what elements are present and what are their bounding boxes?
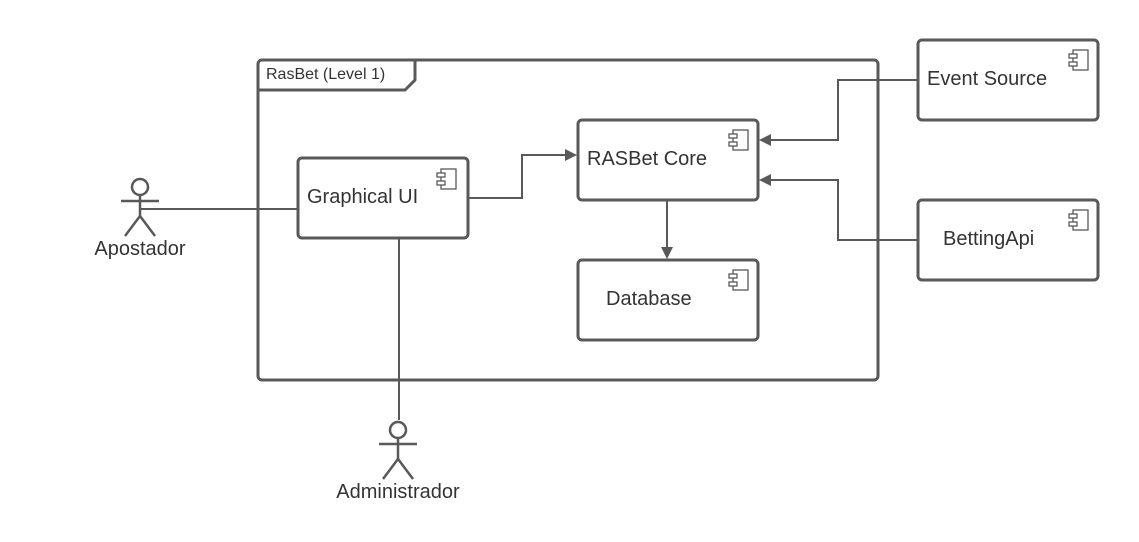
component-label-graphical-ui: Graphical UI [307,186,418,208]
component-icon [728,129,749,151]
arrowhead-rasbet-core-left [565,149,577,161]
component-icon [1068,49,1089,71]
component-icon [1068,209,1089,231]
component-rasbet-core[interactable]: RASBet Core [576,118,760,202]
actor-label-apostador: Apostador [94,238,186,260]
connector-event-source-rasbet-core [770,79,918,141]
component-betting-api[interactable]: BettingApi [916,198,1100,282]
component-label-database: Database [606,288,692,310]
arrowhead-rasbet-core-right-top [759,134,771,146]
component-label-rasbet-core: RASBet Core [587,148,707,170]
actor-apostador[interactable]: Apostador [94,177,186,260]
component-label-betting-api: BettingApi [943,228,1034,250]
arrowhead-rasbet-core-right-bottom [759,174,771,186]
component-label-event-source: Event Source [927,68,1047,90]
actor-icon [388,420,408,440]
connector-betting-api-rasbet-core [770,179,918,241]
connector-graphical-ui-rasbet-core [469,154,566,199]
arrowhead-database-top [661,247,673,259]
frame-title: RasBet (Level 1) [266,66,385,83]
component-graphical-ui[interactable]: Graphical UI [296,156,470,240]
system-frame: RasBet (Level 1) [256,58,880,382]
component-event-source[interactable]: Event Source [916,38,1100,122]
actor-label-administrador: Administrador [336,481,460,503]
component-database[interactable]: Database [576,258,760,342]
actor-administrador[interactable]: Administrador [336,420,460,503]
component-icon [728,269,749,291]
actor-icon [130,177,150,197]
component-icon [436,168,457,190]
